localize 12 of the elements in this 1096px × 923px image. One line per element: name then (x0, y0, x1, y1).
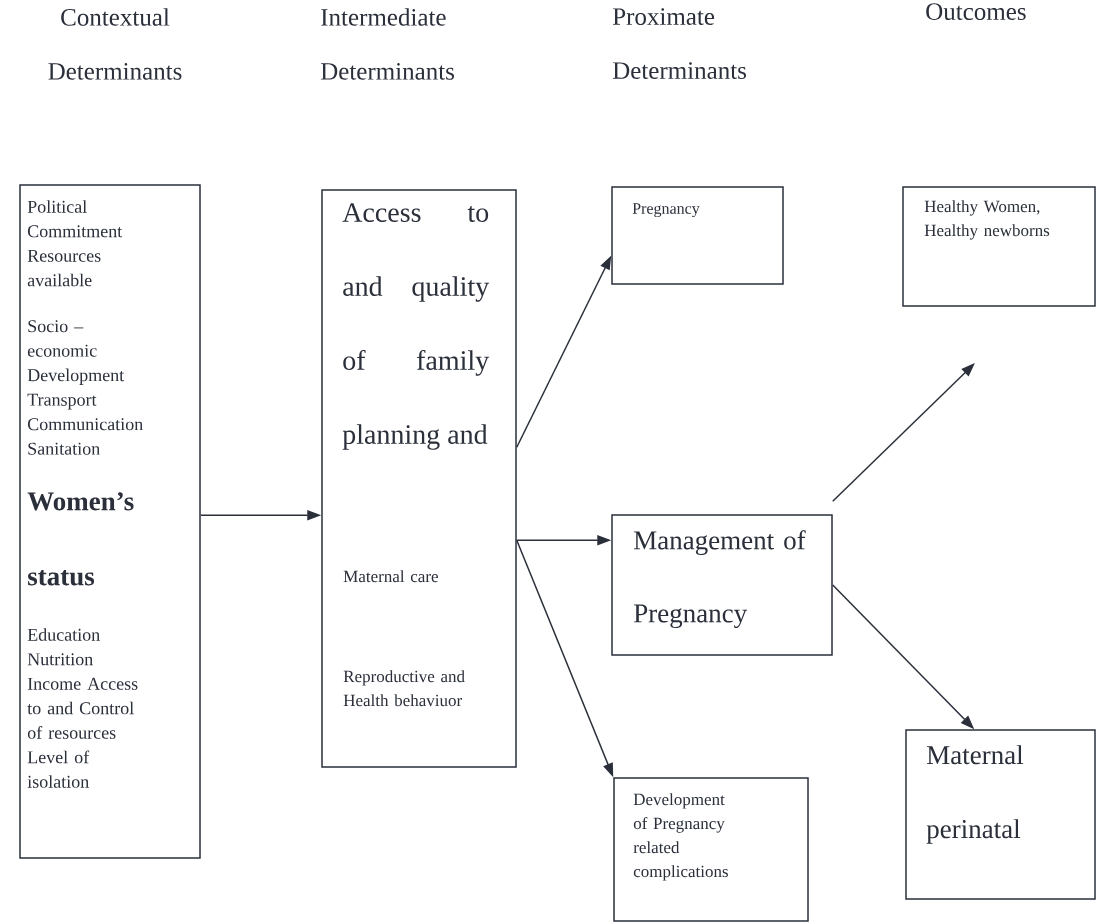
column-heading: Intermediate Determinants (320, 8, 454, 80)
column-heading: Outcomes (926, 3, 1026, 20)
outcome-box: Healthy Women, Healthy newborns (902, 186, 1096, 307)
column-heading: Contextual Determinants (48, 8, 182, 80)
factor-box: Management of Pregnancy (611, 514, 833, 656)
factor-box: Development of Pregnancy related complications (613, 777, 809, 922)
factor-box: Political Commitment Resources available Socio – economic Development Transport Communication Sanitation Women’s status Education Nutrition Income Access to and Control of resources Level of isolation (19, 184, 201, 859)
outcome-box: Maternal perinatal (905, 729, 1096, 900)
column-heading: Proximate Determinants (612, 8, 746, 79)
factor-box: Access to and quality of family planning and Maternal care Reproductive and Health behaviuor (321, 189, 517, 768)
arrow (832, 363, 975, 502)
factor-box: Pregnancy (611, 186, 784, 285)
